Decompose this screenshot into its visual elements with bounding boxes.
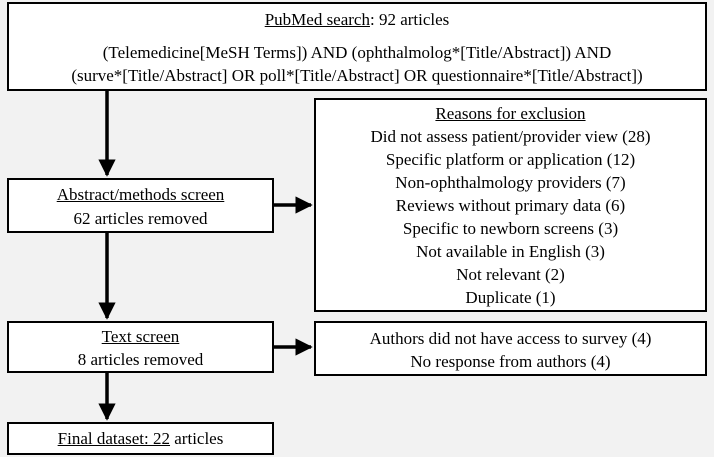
abstract-screen-label: Abstract/methods screen bbox=[56, 185, 225, 204]
final-dataset-box: Final dataset: 22 articles bbox=[7, 422, 274, 455]
text-screen-label: Text screen bbox=[101, 327, 180, 346]
pubmed-search-box: PubMed search: 92 articles (Telemedicine… bbox=[7, 2, 707, 91]
author-exclusion-box: Authors did not have access to survey (4… bbox=[314, 321, 707, 376]
search-count: : 92 articles bbox=[369, 10, 450, 29]
author-exclusion-line-1: Authors did not have access to survey (4… bbox=[369, 329, 652, 348]
final-dataset-suffix: articles bbox=[170, 429, 224, 448]
search-header: PubMed search: 92 articles bbox=[9, 10, 705, 30]
final-dataset-text: Final dataset: 22 articles bbox=[9, 429, 272, 449]
exclusion-reasons-box: Reasons for exclusion Did not assess pat… bbox=[314, 98, 707, 312]
abstract-screen-removed: 62 articles removed bbox=[73, 209, 208, 228]
exclusion-reason: Not available in English (3) bbox=[416, 242, 605, 261]
search-label: PubMed search bbox=[264, 10, 370, 29]
exclusion-reason: Specific platform or application (12) bbox=[385, 150, 636, 169]
search-query-line-2: (surve*[Title/Abstract] OR poll*[Title/A… bbox=[71, 66, 643, 85]
exclusion-reason: Non-ophthalmology providers (7) bbox=[395, 173, 626, 192]
exclusion-reason: Duplicate (1) bbox=[465, 288, 556, 307]
exclusion-reason: Not relevant (2) bbox=[456, 265, 565, 284]
search-query-line-1: (Telemedicine[MeSH Terms]) AND (ophthalm… bbox=[102, 43, 612, 62]
exclusion-title: Reasons for exclusion bbox=[435, 104, 586, 123]
text-screen-removed: 8 articles removed bbox=[77, 350, 204, 369]
exclusion-reason: Did not assess patient/provider view (28… bbox=[370, 127, 651, 146]
exclusion-reason: Reviews without primary data (6) bbox=[395, 196, 626, 215]
exclusion-reason: Specific to newborn screens (3) bbox=[402, 219, 619, 238]
abstract-screen-box: Abstract/methods screen 62 articles remo… bbox=[7, 178, 274, 233]
author-exclusion-line-2: No response from authors (4) bbox=[410, 352, 611, 371]
text-screen-box: Text screen 8 articles removed bbox=[7, 321, 274, 373]
final-dataset-label: Final dataset: 22 bbox=[57, 429, 171, 448]
